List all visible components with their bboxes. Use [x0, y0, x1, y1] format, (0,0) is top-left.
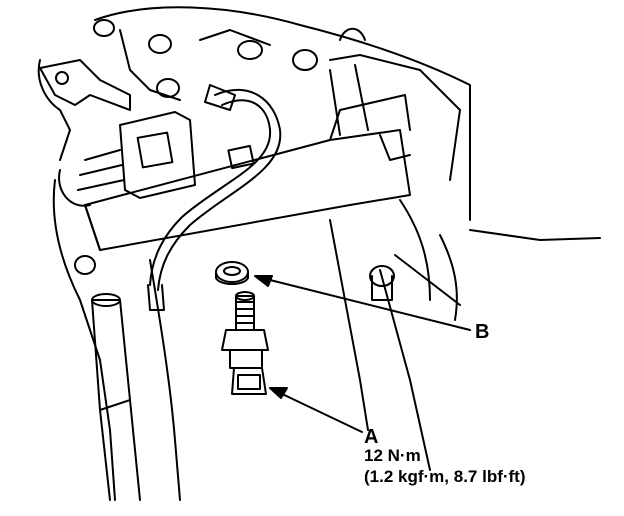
sensor-wire: [147, 84, 282, 311]
torque-alt-value: (1.2 kgf·m, 8.7 lbf·ft): [364, 467, 526, 486]
fuel-rail: [84, 94, 411, 251]
engine-block: [37, 6, 601, 501]
bolt-group: [74, 19, 395, 301]
connector-block: [58, 111, 196, 207]
torque-nm-value: 12 N·m: [364, 446, 421, 465]
callout-b-letter: B: [475, 321, 490, 343]
washer-icon: [215, 261, 249, 285]
callout-a-letter: A: [364, 426, 379, 448]
sensor-icon: [221, 291, 269, 395]
lower-pipe: [91, 293, 141, 501]
leader-a: [269, 387, 363, 433]
leader-b: [254, 275, 471, 331]
left-bracket: [39, 59, 131, 111]
hose-right: [329, 27, 369, 136]
